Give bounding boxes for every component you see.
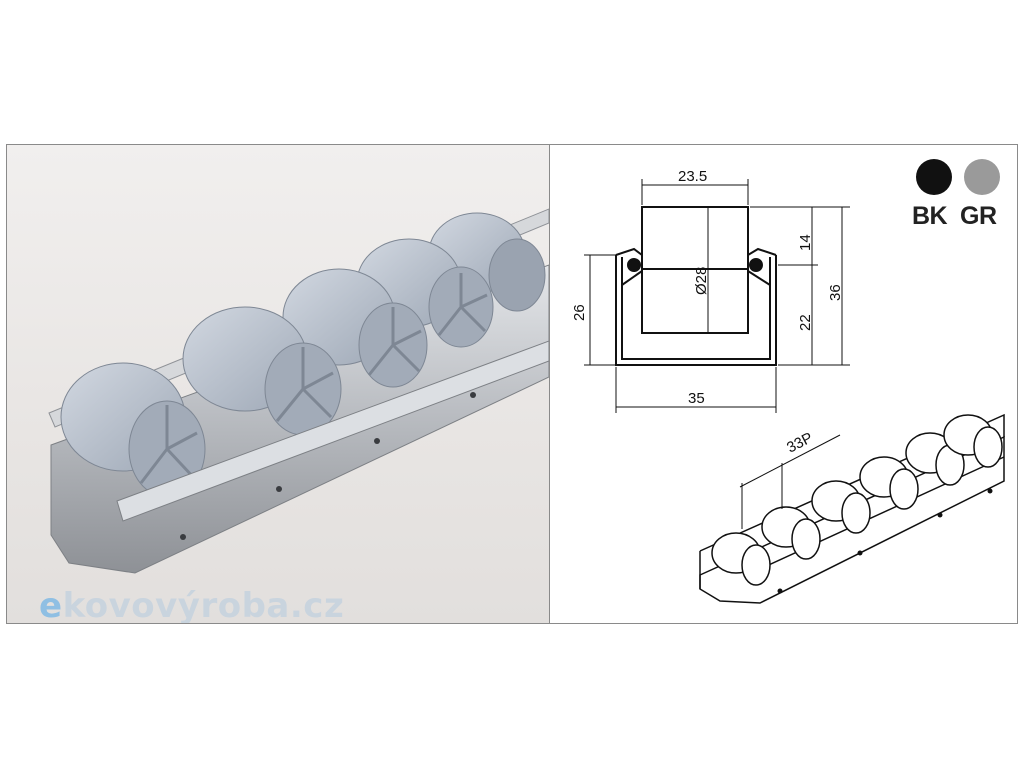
product-photo-panel: ekovovýroba.cz <box>7 145 550 623</box>
dim-total-height: 36 <box>827 284 844 301</box>
rail-holes <box>180 392 476 540</box>
drawing-rollers <box>711 414 1003 586</box>
dimension-lines <box>584 179 850 413</box>
dim-pitch: 33P <box>784 429 816 456</box>
dim-inner-width: 23.5 <box>678 168 707 185</box>
legend-label-black: BK <box>912 202 948 230</box>
roller <box>282 268 428 388</box>
isometric-track-drawing <box>699 413 1005 604</box>
legend-label-gray: GR <box>960 202 997 230</box>
gray-color-swatch <box>964 159 1000 195</box>
rail-front-flange <box>116 340 549 522</box>
rollers <box>60 212 546 498</box>
technical-drawing: 23.5 Ø28 26 14 22 36 35 <box>571 168 1005 604</box>
roller <box>60 362 206 498</box>
watermark-logo: ekovovýroba.cz <box>39 586 345 623</box>
cross-section-profile <box>615 206 777 366</box>
product-figure-frame: ekovovýroba.cz 23.5 Ø28 26 <box>6 144 1018 624</box>
dim-roller-diameter: Ø28 <box>693 267 710 295</box>
dim-outer-width: 35 <box>688 390 705 407</box>
roller-track-photo <box>48 208 549 574</box>
dim-upper-height: 14 <box>797 234 814 251</box>
dim-rail-height: 26 <box>571 304 588 321</box>
black-color-swatch <box>916 159 952 195</box>
roller <box>182 306 342 436</box>
dim-lower-height: 22 <box>797 314 814 331</box>
